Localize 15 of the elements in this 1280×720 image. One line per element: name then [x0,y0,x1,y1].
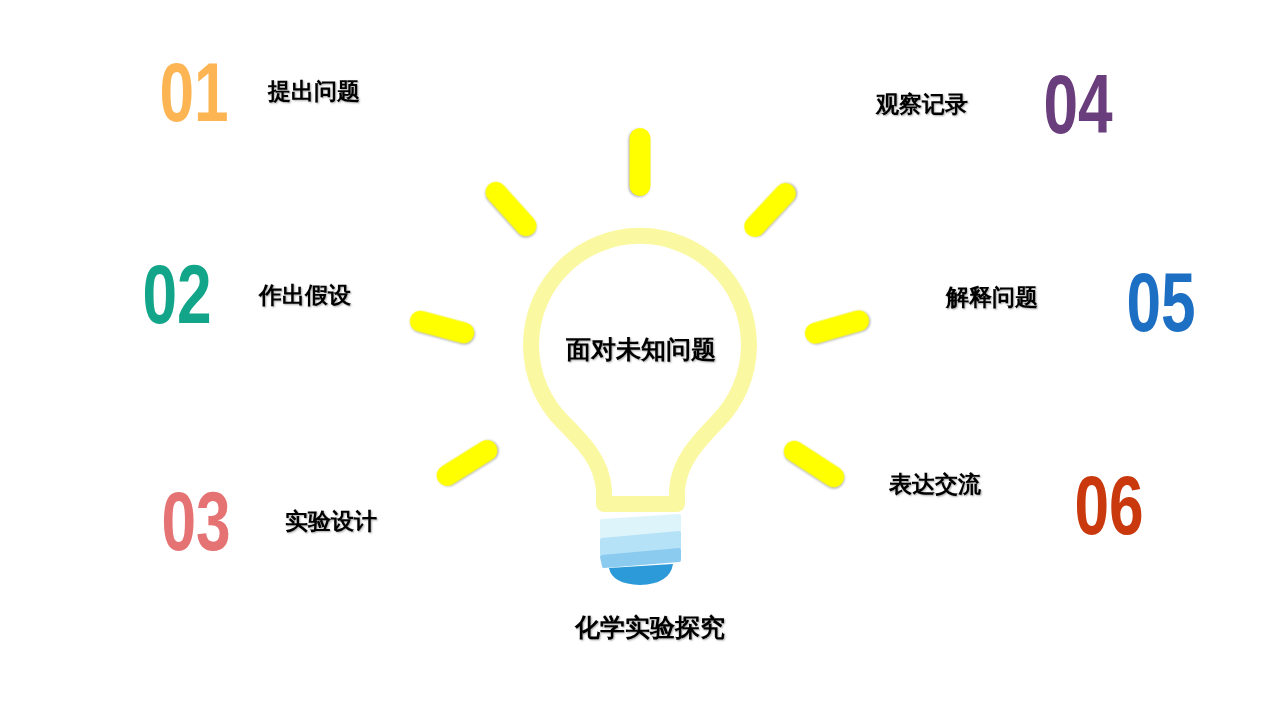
step-number: 05 [1126,270,1196,334]
light-bulb [523,227,758,587]
step-label: 作出假设 [259,281,351,309]
step-number: 06 [1074,473,1144,537]
step-number: 03 [161,489,231,553]
step-number: 04 [1043,72,1113,136]
step-label: 解释问题 [946,283,1038,311]
step-label: 提出问题 [268,77,360,105]
step-number: 02 [142,262,212,326]
caption: 化学实验探究 [575,613,725,643]
bulb-label: 面对未知问题 [566,335,716,365]
step-label: 实验设计 [285,507,377,535]
step-number: 01 [159,60,229,124]
step-label: 表达交流 [889,470,981,498]
step-label: 观察记录 [876,90,968,118]
